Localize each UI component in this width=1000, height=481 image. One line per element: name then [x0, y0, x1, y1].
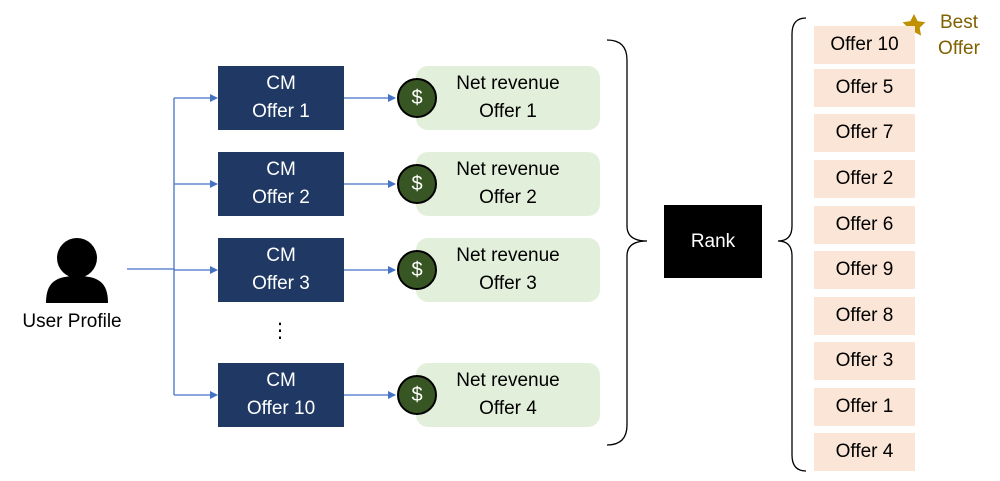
ranked-offer-5: Offer 6	[814, 206, 915, 244]
user-icon	[46, 238, 108, 303]
revenue-box-title: Net revenue	[456, 370, 560, 391]
dollar-icon: $	[397, 164, 437, 204]
revenue-box-title: Net revenue	[456, 245, 560, 266]
ranked-list-brace	[777, 17, 807, 472]
ranked-offer-1: Offer 10	[814, 26, 915, 64]
revenue-box-1: Net revenue Offer 1	[416, 66, 600, 130]
revenue-box-offer: Offer 3	[479, 273, 537, 294]
best-offer-line1: Best	[939, 12, 979, 33]
revenue-box-title: Net revenue	[456, 73, 560, 94]
model-box-title: CM	[266, 370, 296, 391]
collect-brace	[606, 39, 648, 446]
ranked-offer-2: Offer 5	[814, 69, 915, 107]
best-offer-line2: Offer	[938, 38, 980, 59]
ranked-offer-7: Offer 8	[814, 297, 915, 335]
model-box-1: CM Offer 1	[218, 66, 344, 130]
model-box-4: CM Offer 10	[218, 363, 344, 427]
revenue-box-offer: Offer 4	[479, 398, 537, 419]
revenue-box-2: Net revenue Offer 2	[416, 152, 600, 216]
model-box-offer: Offer 10	[246, 398, 316, 419]
revenue-box-title: Net revenue	[456, 159, 560, 180]
model-box-title: CM	[266, 159, 296, 180]
model-box-offer: Offer 1	[252, 101, 310, 122]
rank-box: Rank	[664, 205, 762, 278]
ranked-offer-10: Offer 4	[814, 433, 915, 471]
dollar-icon: $	[397, 375, 437, 415]
best-offer-label: Best Offer	[928, 10, 990, 62]
dollar-icon: $	[397, 78, 437, 118]
ranked-offer-8: Offer 3	[814, 342, 915, 380]
ranked-offer-4: Offer 2	[814, 160, 915, 198]
user-profile-label: User Profile	[22, 311, 122, 332]
model-box-title: CM	[266, 245, 296, 266]
more-models-ellipsis: ⋮	[270, 320, 290, 342]
revenue-box-offer: Offer 2	[479, 187, 537, 208]
model-box-offer: Offer 3	[252, 273, 310, 294]
ranked-offer-9: Offer 1	[814, 388, 915, 426]
dollar-icon: $	[397, 250, 437, 290]
ranked-offer-6: Offer 9	[814, 251, 915, 289]
revenue-box-4: Net revenue Offer 4	[416, 363, 600, 427]
ranked-offer-3: Offer 7	[814, 114, 915, 152]
model-box-2: CM Offer 2	[218, 152, 344, 216]
model-box-offer: Offer 2	[252, 187, 310, 208]
model-box-3: CM Offer 3	[218, 238, 344, 302]
model-box-title: CM	[266, 73, 296, 94]
revenue-box-offer: Offer 1	[479, 101, 537, 122]
revenue-box-3: Net revenue Offer 3	[416, 238, 600, 302]
